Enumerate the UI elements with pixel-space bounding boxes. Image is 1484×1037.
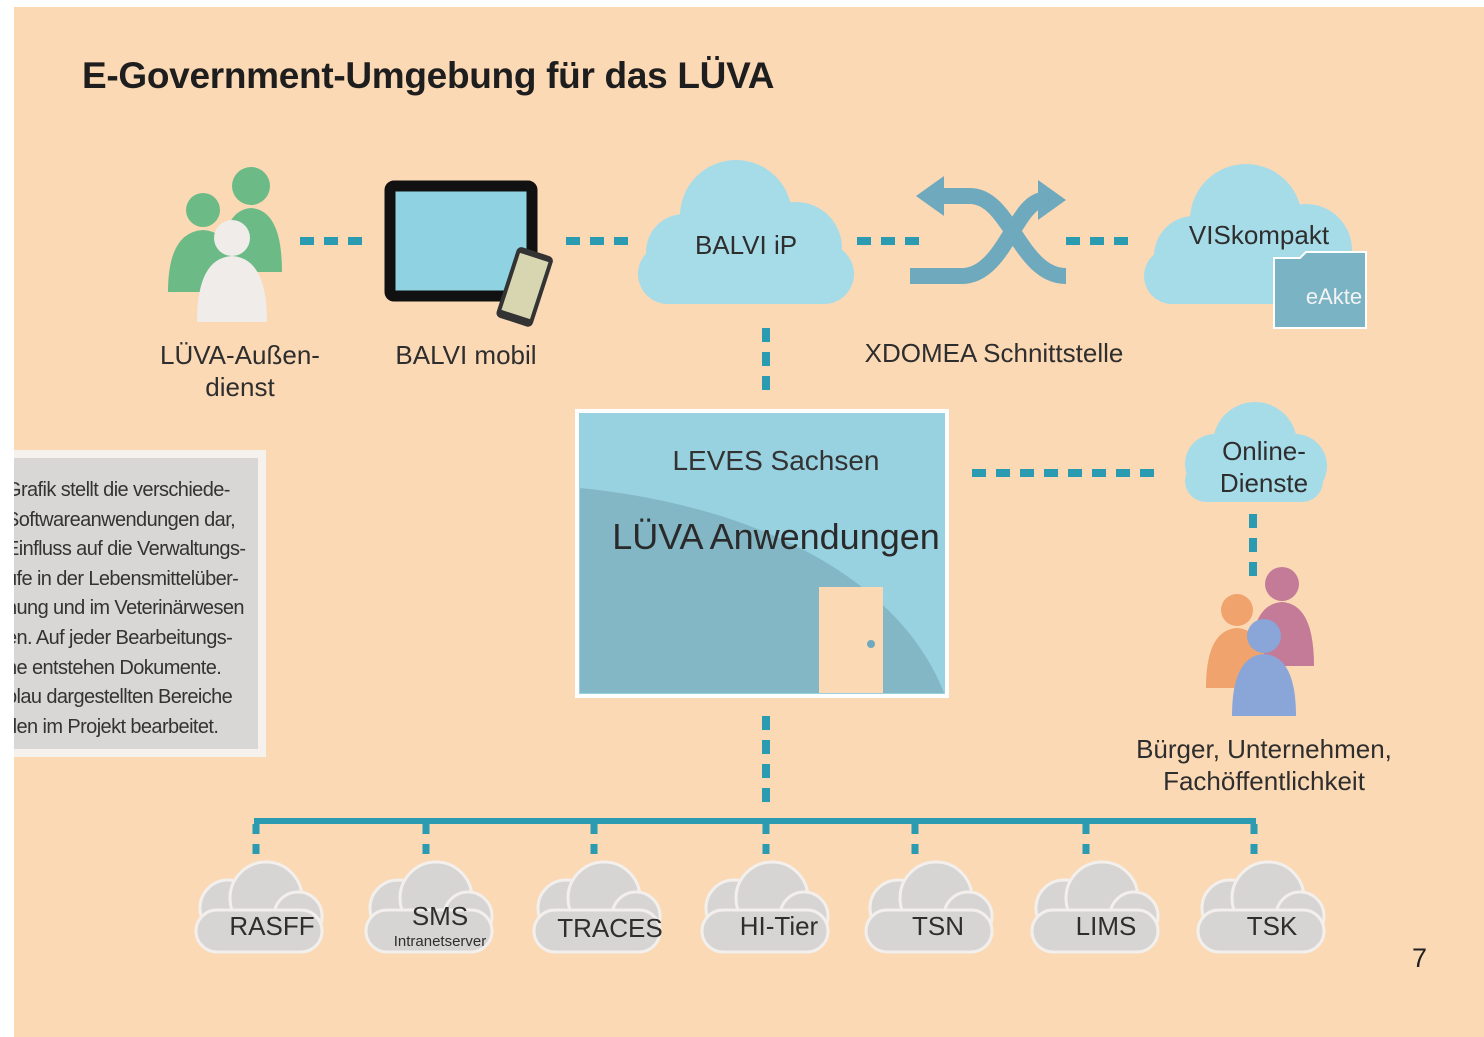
label-luva-anwendungen: LÜVA Anwendungen [612, 516, 940, 557]
description-note-text: Grafik stellt die verschiede- Softwarean… [14, 479, 246, 738]
door-icon [819, 587, 883, 693]
label-balvi-ip: BALVI iP [694, 230, 798, 260]
system-label-traces: TRACES [557, 913, 663, 943]
label-leves: LEVES Sachsen [672, 445, 880, 476]
system-label-lims: LIMS [1075, 911, 1137, 941]
label-buerger: Bürger, Unternehmen, Fachöffentlichkeit [1136, 734, 1392, 796]
citizens-people-icon [1206, 567, 1314, 716]
system-label-sms: SMS [411, 901, 469, 931]
diagram-canvas [168, 160, 1367, 954]
page-number: 7 [1412, 943, 1428, 973]
system-sublabel-sms: Intranetserver [393, 933, 487, 950]
system-label-rasff: RASFF [229, 911, 315, 941]
staff-people-icon [168, 167, 282, 322]
connectors [300, 237, 1257, 812]
label-balvi-mobil: BALVI mobil [395, 340, 537, 370]
description-note: Grafik stellt die verschiede- Softwarean… [14, 450, 266, 757]
label-eakte: eAkte [1305, 284, 1363, 309]
tablet-icon [384, 180, 553, 327]
shuffle-arrows-icon [910, 188, 1067, 284]
system-drops [252, 824, 1258, 862]
label-viskompakt: VISkompakt [1188, 220, 1330, 250]
leves-box [575, 409, 949, 698]
system-label-tsn: TSN [912, 911, 964, 941]
system-label-tsk: TSK [1246, 911, 1298, 941]
folder-icon [1273, 251, 1367, 329]
slide: E-Government-Umgebung für das LÜVA LÜVA-… [14, 7, 1484, 1037]
arrow-heads [916, 176, 1066, 220]
online-dienste-cloud [1185, 402, 1327, 502]
page-title: E-Government-Umgebung für das LÜVA [82, 55, 775, 96]
label-xdomea: XDOMEA Schnittstelle [864, 338, 1124, 368]
label-aussendienst: LÜVA-Außen- dienst [160, 340, 320, 402]
balvi-ip-cloud [638, 160, 854, 304]
system-label-hi-tier: HI-Tier [739, 911, 819, 941]
label-online-dienste: Online- Dienste [1219, 436, 1309, 498]
